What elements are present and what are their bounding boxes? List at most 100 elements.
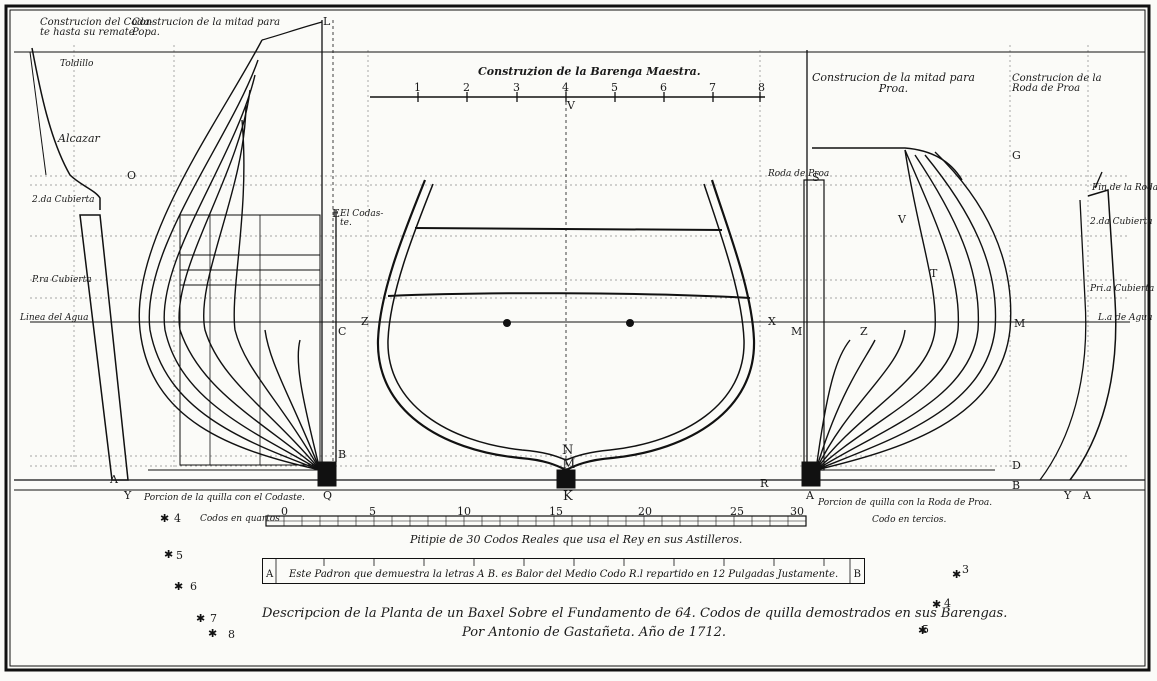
number-right-5: 5	[922, 623, 929, 636]
letter-C-left: C	[338, 325, 347, 338]
svg-text:✱: ✱	[164, 548, 173, 561]
letter-D-right: D	[1012, 459, 1021, 472]
letter-V-bow: V	[898, 213, 906, 226]
title-line-2: Por Antonio de Gastañeta. Año de 1712.	[462, 625, 727, 640]
heading-stern-post: Construcion del Coda- te hasta su remate…	[40, 17, 154, 38]
letter-A-far-right: A	[1083, 489, 1091, 502]
midship-keel-block	[556, 469, 576, 489]
codo-label-left: Codos en quartos	[200, 514, 280, 524]
midship-scale-7: 7	[709, 81, 716, 94]
label-first-deck-right: Pri.a Cubierta	[1090, 284, 1155, 294]
letter-B-right: B	[1012, 479, 1021, 492]
midship-scale-1: 1	[414, 81, 421, 94]
label-second-deck-left: 2.da Cubierta	[32, 195, 95, 205]
legend-letter-a: A	[266, 569, 274, 580]
midship-scale-5: 5	[611, 81, 618, 94]
scale-tick-0: 0	[281, 505, 288, 518]
label-alcazar: Alcazar	[58, 132, 100, 145]
midship-scale-6: 6	[660, 81, 667, 94]
scale-tick-5: 5	[369, 505, 376, 518]
letter-T: T	[930, 267, 938, 280]
heading-stem: Construcion de la Roda de Proa	[1012, 73, 1102, 94]
letter-X-mid: X	[768, 315, 776, 328]
letter-S: S	[812, 171, 820, 184]
letter-G: G	[1012, 149, 1021, 162]
stern-profile-inner	[29, 51, 47, 176]
label-codaste: El Codas- te.	[340, 209, 384, 228]
label-second-deck-right: 2.da Cubierta	[1090, 217, 1153, 227]
label-first-deck-left: P.ra Cubierta	[32, 275, 92, 285]
frame-inner	[9, 9, 1146, 667]
stern-inner-box	[179, 214, 321, 466]
stem-profile	[1069, 189, 1117, 481]
legend-text: Este Padron que demuestra la letras A B.…	[289, 569, 839, 580]
svg-text:✱: ✱	[196, 612, 205, 625]
stern-frames	[138, 21, 323, 471]
svg-text:✱: ✱	[174, 580, 183, 593]
number-left-5: 5	[176, 549, 183, 562]
stem-profile-inner	[1039, 199, 1087, 481]
letter-Y-right: Y	[1064, 489, 1072, 502]
center-marks	[503, 319, 634, 327]
letter-O-left: O	[127, 169, 137, 182]
scale-caption: Pitipie de 30 Codos Reales que usa el Re…	[410, 533, 743, 546]
letter-L: L	[323, 15, 331, 28]
midship-inner	[387, 183, 745, 461]
codo-label-right: Codo en tercios.	[872, 515, 947, 525]
letter-E-left: E	[332, 207, 341, 220]
letter-Z-bow: Z	[860, 325, 868, 338]
number-left-4: 4	[174, 512, 181, 525]
number-left-8: 8	[228, 628, 235, 641]
label-toldillo: Toldillo	[60, 59, 94, 69]
letter-B-left: B	[338, 448, 347, 461]
title-line-1: Descripcion de la Planta de un Baxel Sob…	[262, 606, 1008, 621]
number-left-6: 6	[190, 580, 197, 593]
midship-deck-lower	[387, 292, 751, 299]
heading-stern-half: Construcion de la mitad para Popa.	[132, 17, 281, 38]
label-waterline-right: L.a de Agua	[1098, 313, 1153, 323]
keel-label-stern: Porcion de la quilla con el Codaste.	[144, 493, 305, 503]
letter-Q-left: Q	[323, 489, 333, 502]
bow-keel-block	[801, 461, 821, 487]
letter-M-right: M	[1014, 317, 1026, 330]
midship-scale-4: 4	[562, 81, 569, 94]
svg-text:✱: ✱	[208, 627, 217, 640]
stern-keel-block	[317, 461, 337, 487]
number-left-7: 7	[210, 612, 217, 625]
letter-M: M	[562, 457, 576, 472]
scale-bar	[265, 515, 807, 527]
svg-text:✱: ✱	[932, 598, 941, 611]
heading-bow-half: Construcion de la mitad para Proa.	[812, 71, 975, 95]
scale-tick-30: 30	[790, 505, 804, 518]
svg-text:✱: ✱	[160, 512, 169, 525]
letter-A-left: A	[110, 473, 118, 486]
midship-scale-8: 8	[758, 81, 765, 94]
star-marks: ✱ ✱ ✱ ✱ ✱ ✱ ✱ ✱	[160, 512, 961, 640]
stern-post	[79, 214, 129, 481]
label-roda-proa: Roda de Proa	[768, 169, 830, 179]
legend-dividers	[275, 558, 851, 584]
keel-label-bow: Porcion de quilla con la Roda de Proa.	[818, 498, 993, 508]
scale-tick-10: 10	[457, 505, 471, 518]
number-right-4: 4	[944, 597, 951, 610]
midship-scale-3: 3	[513, 81, 520, 94]
frame-outer	[4, 4, 1151, 672]
midship-scale-2: 2	[463, 81, 470, 94]
stern-profile	[31, 47, 101, 210]
svg-text:✱: ✱	[918, 624, 927, 637]
letter-Z-mid: Z	[361, 315, 369, 328]
letter-M-bow: M	[791, 325, 803, 338]
letter-K: K	[563, 489, 573, 504]
label-waterline-left: Linea del Agua	[20, 313, 89, 323]
legend-letter-b: B	[853, 569, 861, 580]
letter-A-right: A	[806, 489, 814, 502]
letter-V: V	[567, 99, 575, 112]
legend-box: A Este Padron que demuestra la letras A …	[262, 558, 865, 584]
scale-tick-25: 25	[730, 505, 744, 518]
number-right-3: 3	[962, 563, 969, 576]
label-roda-right: Fin de la Roda	[1092, 183, 1157, 193]
letter-N: N	[562, 443, 574, 458]
svg-text:✱: ✱	[952, 568, 961, 581]
